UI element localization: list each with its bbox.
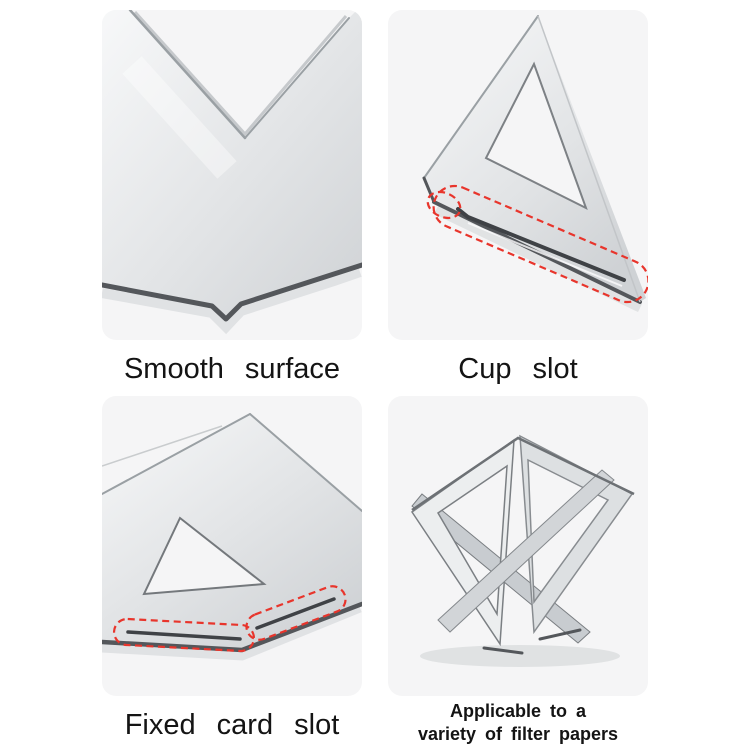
top-rim-edge <box>411 436 635 512</box>
sheet-bottom-edge <box>102 262 362 322</box>
caption-filter-papers: Applicable to a variety of filter papers <box>418 700 618 745</box>
smooth-surface-illustration <box>102 10 362 335</box>
plate-drop-shadow <box>434 205 642 313</box>
metal-corner-plate <box>424 16 646 302</box>
cup-slot-highlight <box>432 184 648 304</box>
triangle-cutout-edge <box>484 61 588 211</box>
card-slot-highlight-right <box>245 585 347 641</box>
figure-filter-papers: Applicable to a variety of filter papers <box>388 396 648 745</box>
card-slot-highlight-left <box>112 617 256 653</box>
caption-fixed-card-slot: Fixed card slot <box>124 709 340 741</box>
plate-foot-edge <box>422 176 436 204</box>
foot-edge-right <box>538 628 582 641</box>
photo-assembled-stand <box>388 396 648 696</box>
cup-slot-cut <box>456 207 626 282</box>
plate-top-right-edge <box>249 413 362 512</box>
cup-slot-illustration <box>422 15 648 313</box>
background-sheet-edge <box>102 425 223 467</box>
plate-left-edge <box>423 15 539 179</box>
cup-slot-cut-highlight <box>467 222 623 287</box>
plate-top-left-edge <box>102 413 251 495</box>
sheet-drop-shadow <box>102 267 362 335</box>
caption-smooth-surface: Smooth surface <box>123 353 341 385</box>
foot-edge-left <box>482 646 524 655</box>
figure-smooth-surface: Smooth surface <box>102 10 362 386</box>
stand-shadow <box>420 645 620 667</box>
metal-plate <box>102 414 362 650</box>
v-notch-right-edge <box>244 17 350 139</box>
photo-smooth-surface <box>102 10 362 340</box>
sheet-highlight <box>122 56 237 179</box>
caption-cup-slot: Cup slot <box>458 353 578 385</box>
figure-cup-slot: Cup slot <box>388 10 648 386</box>
caption-filter-papers-line2: variety of filter papers <box>417 723 619 744</box>
triangle-cutout-edge <box>142 516 267 596</box>
figure-fixed-card-slot: Fixed card slot <box>102 396 362 745</box>
photo-fixed-card-slot <box>102 396 362 696</box>
metal-sheet <box>102 10 362 319</box>
assembled-stand-illustration <box>410 434 635 667</box>
v-notch-inner-shade <box>133 10 348 137</box>
plate-right-edge <box>537 15 641 303</box>
cup-slot-end-highlight <box>426 190 462 220</box>
fixed-card-slot-illustration <box>102 413 362 661</box>
caption-filter-papers-line1: Applicable to a <box>449 701 586 721</box>
card-slot-cut-right <box>255 597 336 630</box>
v-notch-left-edge <box>128 10 247 140</box>
card-slot-cut-left <box>126 630 242 641</box>
photo-cup-slot <box>388 10 648 340</box>
sheet-drop-shadow <box>102 603 362 661</box>
cross-brace-front <box>437 469 615 633</box>
